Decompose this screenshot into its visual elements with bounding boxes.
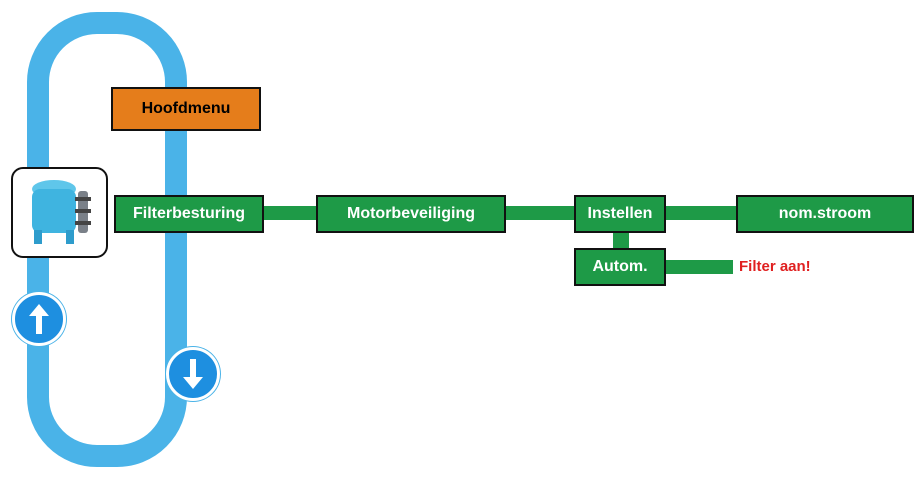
menu-motorbeveiliging[interactable]: Motorbeveiliging [316,195,506,233]
connector-instellen-nomstroom [665,206,737,220]
connector-filterbesturing-motorbeveiliging [262,206,320,220]
flow-up-indicator [12,292,66,346]
connector-instellen-autom [613,232,629,250]
flow-down-indicator [166,347,220,401]
sand-filter-tile[interactable] [11,167,108,258]
connector-autom-warning [665,260,733,274]
filter-on-warning: Filter aan! [739,258,811,275]
menu-autom[interactable]: Autom. [574,248,666,286]
menu-hoofdmenu[interactable]: Hoofdmenu [111,87,261,131]
sand-filter-icon [31,180,91,244]
menu-nom-stroom[interactable]: nom.stroom [736,195,914,233]
menu-instellen[interactable]: Instellen [574,195,666,233]
arrow-down-icon [183,359,203,389]
connector-motorbeveiliging-instellen [505,206,575,220]
arrow-up-icon [29,304,49,334]
menu-filterbesturing[interactable]: Filterbesturing [114,195,264,233]
